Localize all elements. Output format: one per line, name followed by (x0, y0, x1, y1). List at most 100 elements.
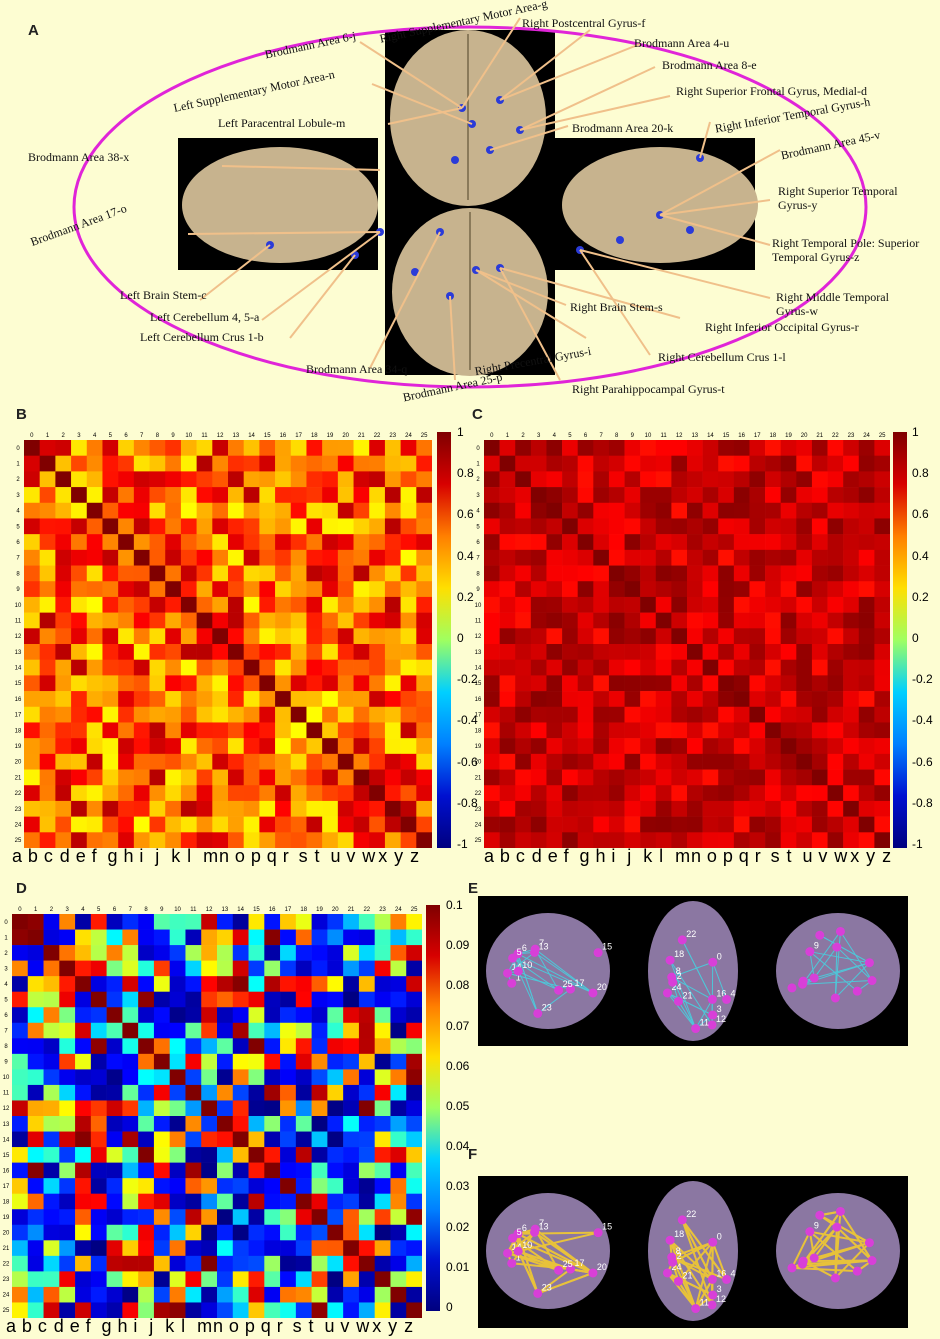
heatmap-cell (185, 976, 202, 992)
heatmap-cell (196, 800, 213, 817)
heatmap-cell (290, 628, 307, 645)
heatmap-cell (406, 1271, 423, 1288)
heatmap-cell (59, 991, 76, 1008)
heatmap-cell (55, 816, 72, 833)
heatmap-cell (180, 518, 197, 535)
heatmap-col-index: 14 (248, 433, 255, 439)
heatmap-cell (133, 706, 150, 723)
heatmap-cell (118, 628, 135, 645)
heatmap-cell (515, 455, 532, 472)
network-node-label: 7 (539, 938, 544, 948)
colorbar-tick: 0 (446, 1300, 453, 1314)
heatmap-cell (280, 960, 297, 977)
network-edge (711, 1241, 728, 1280)
heatmap-cell (169, 991, 186, 1008)
heatmap-col-index: 18 (770, 433, 777, 439)
axis-letter: o (706, 846, 717, 866)
heatmap-cell (369, 706, 386, 723)
heatmap-cell (358, 1162, 375, 1179)
heatmap-col-index: 15 (723, 433, 730, 439)
heatmap-col-index: 6 (124, 433, 128, 439)
heatmap-cell (858, 581, 875, 598)
heatmap-cell (133, 565, 150, 582)
heatmap-cell (149, 691, 166, 708)
heatmap-cell (27, 1224, 44, 1241)
heatmap-cell (655, 518, 672, 535)
network-edge (517, 1250, 571, 1271)
heatmap-cell (133, 753, 150, 770)
heatmap-cell (122, 1209, 139, 1226)
heatmap-cell (169, 1209, 186, 1226)
heatmap-cell (306, 471, 323, 488)
heatmap-cell (593, 471, 610, 488)
heatmap-cell (655, 659, 672, 676)
heatmap-cell (765, 549, 781, 566)
heatmap-cell (858, 644, 875, 660)
network-node-label: 13 (539, 1221, 549, 1231)
heatmap-cell (39, 706, 56, 723)
heatmap-cell (624, 471, 641, 488)
heatmap-cell (24, 738, 40, 755)
heatmap-cell (228, 471, 244, 488)
network-node (503, 1248, 513, 1258)
heatmap-cell (624, 534, 641, 551)
colorbar-tick: 0.6 (912, 507, 929, 522)
heatmap-cell (337, 644, 354, 660)
network-node (673, 996, 683, 1006)
heatmap-cell (749, 502, 766, 519)
heatmap-cell (24, 565, 40, 582)
network-node (707, 994, 717, 1004)
axis-letter: n (213, 1316, 224, 1336)
axis-letter: r (276, 1316, 283, 1336)
heatmap-cell (343, 991, 360, 1008)
heatmap-row-index: 25 (15, 838, 22, 844)
heatmap-cell (337, 549, 354, 566)
heatmap-cell (248, 1038, 265, 1055)
heatmap-cell (343, 1193, 360, 1210)
heatmap-cell (165, 769, 182, 786)
heatmap-cell (311, 1022, 328, 1039)
heatmap-cell (353, 565, 370, 582)
heatmap-cell (874, 455, 891, 472)
colorbar-tick: -0.2 (457, 672, 478, 687)
heatmap-cell (106, 1255, 123, 1272)
heatmap-cell (406, 1193, 423, 1210)
heatmap-cell (327, 1193, 344, 1210)
heatmap-cell (232, 1147, 249, 1163)
heatmap-cell (843, 455, 860, 472)
heatmap-cell (369, 487, 386, 504)
network-node-label: 17 (574, 1258, 584, 1268)
heatmap-cell (118, 722, 135, 739)
heatmap-cell (343, 1069, 360, 1086)
heatmap-cell (39, 612, 56, 629)
network-node (864, 958, 874, 968)
heatmap-cell (390, 1131, 407, 1148)
heatmap-cell (655, 487, 672, 504)
heatmap-cell (248, 1209, 265, 1226)
heatmap-cell (733, 691, 750, 708)
heatmap-cell (640, 659, 657, 676)
heatmap-cell (264, 1100, 281, 1117)
heatmap-cell (858, 455, 875, 472)
heatmap-cell (416, 753, 433, 770)
heatmap-cell (248, 1240, 265, 1257)
heatmap-cell (311, 1209, 328, 1226)
heatmap-cell (27, 1084, 44, 1101)
heatmap-cell (39, 644, 56, 660)
heatmap-cell (390, 1053, 407, 1070)
heatmap-cell (858, 769, 875, 786)
heatmap-cell (196, 753, 213, 770)
heatmap-cell (843, 565, 860, 582)
heatmap-cell (530, 487, 547, 504)
heatmap-col-index: 23 (379, 907, 386, 913)
heatmap-cell (217, 1255, 234, 1272)
heatmap-row-index: 21 (3, 1246, 10, 1252)
heatmap-cell (90, 1053, 107, 1070)
heatmap-cell (102, 832, 119, 849)
heatmap-cell (827, 691, 844, 708)
heatmap-cell (337, 832, 354, 849)
heatmap-cell (780, 612, 797, 629)
heatmap-cell (86, 691, 103, 708)
heatmap-cell (149, 738, 166, 755)
network-edge (677, 1241, 714, 1283)
